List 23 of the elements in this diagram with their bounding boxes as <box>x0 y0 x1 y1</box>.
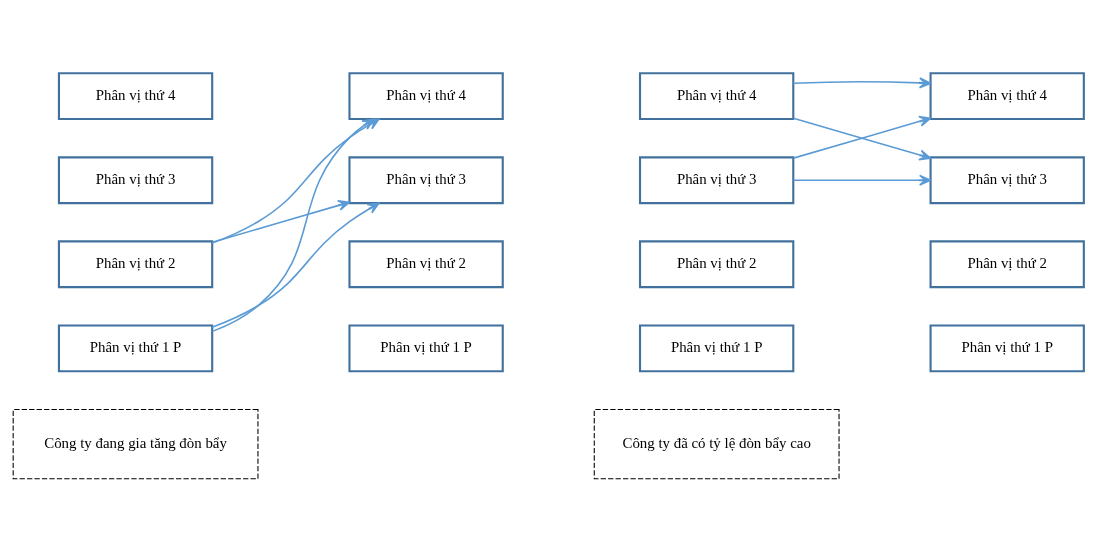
node-box: Phân vị thứ 1 P <box>348 324 504 373</box>
node-box: Phân vị thứ 1 P <box>57 324 214 373</box>
node-box: Phân vị thứ 2 <box>638 240 795 289</box>
node-box: Phân vị thứ 2 <box>348 240 504 289</box>
node-box: Phân vị thứ 1 P <box>638 324 795 373</box>
node-box: Phân vị thứ 3 <box>929 156 1085 205</box>
node-box: Phân vị thứ 4 <box>929 72 1085 121</box>
arrow <box>792 77 932 89</box>
node-box: Công ty đang gia tăng đòn bẩy <box>12 409 259 480</box>
node-box: Phân vị thứ 4 <box>638 72 795 121</box>
node-box: Phân vị thứ 3 <box>57 156 214 205</box>
node-box: Phân vị thứ 4 <box>57 72 214 121</box>
arrow <box>211 118 375 333</box>
arrow <box>211 199 351 243</box>
node-box: Phân vị thứ 4 <box>348 72 504 121</box>
arrow <box>211 202 380 328</box>
node-box: Phân vị thứ 1 P <box>929 324 1085 373</box>
node-box: Phân vị thứ 3 <box>348 156 504 205</box>
node-box: Phân vị thứ 2 <box>929 240 1085 289</box>
arrow <box>792 174 932 186</box>
node-box: Phân vị thứ 2 <box>57 240 214 289</box>
node-box: Công ty đã có tỷ lệ đòn bẩy cao <box>593 409 840 480</box>
node-box: Phân vị thứ 3 <box>638 156 795 205</box>
